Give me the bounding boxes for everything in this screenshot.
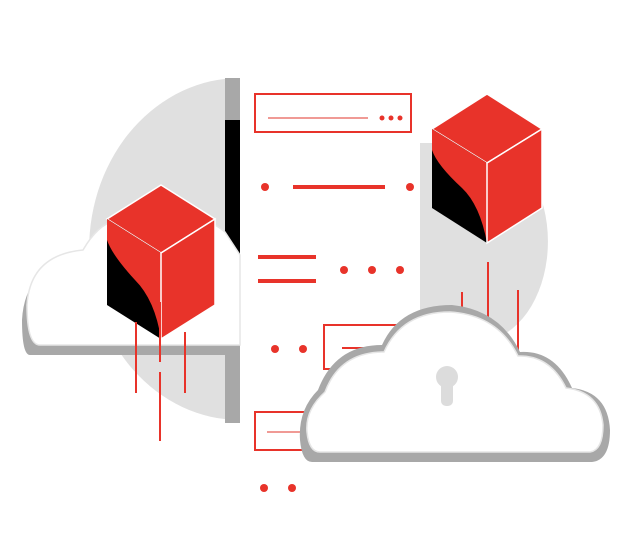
keyhole-icon (436, 366, 458, 406)
motion-lines (135, 302, 186, 441)
cube-icon (105, 184, 217, 341)
cloud-lock-icon (299, 305, 610, 462)
cube-icon (430, 93, 544, 245)
